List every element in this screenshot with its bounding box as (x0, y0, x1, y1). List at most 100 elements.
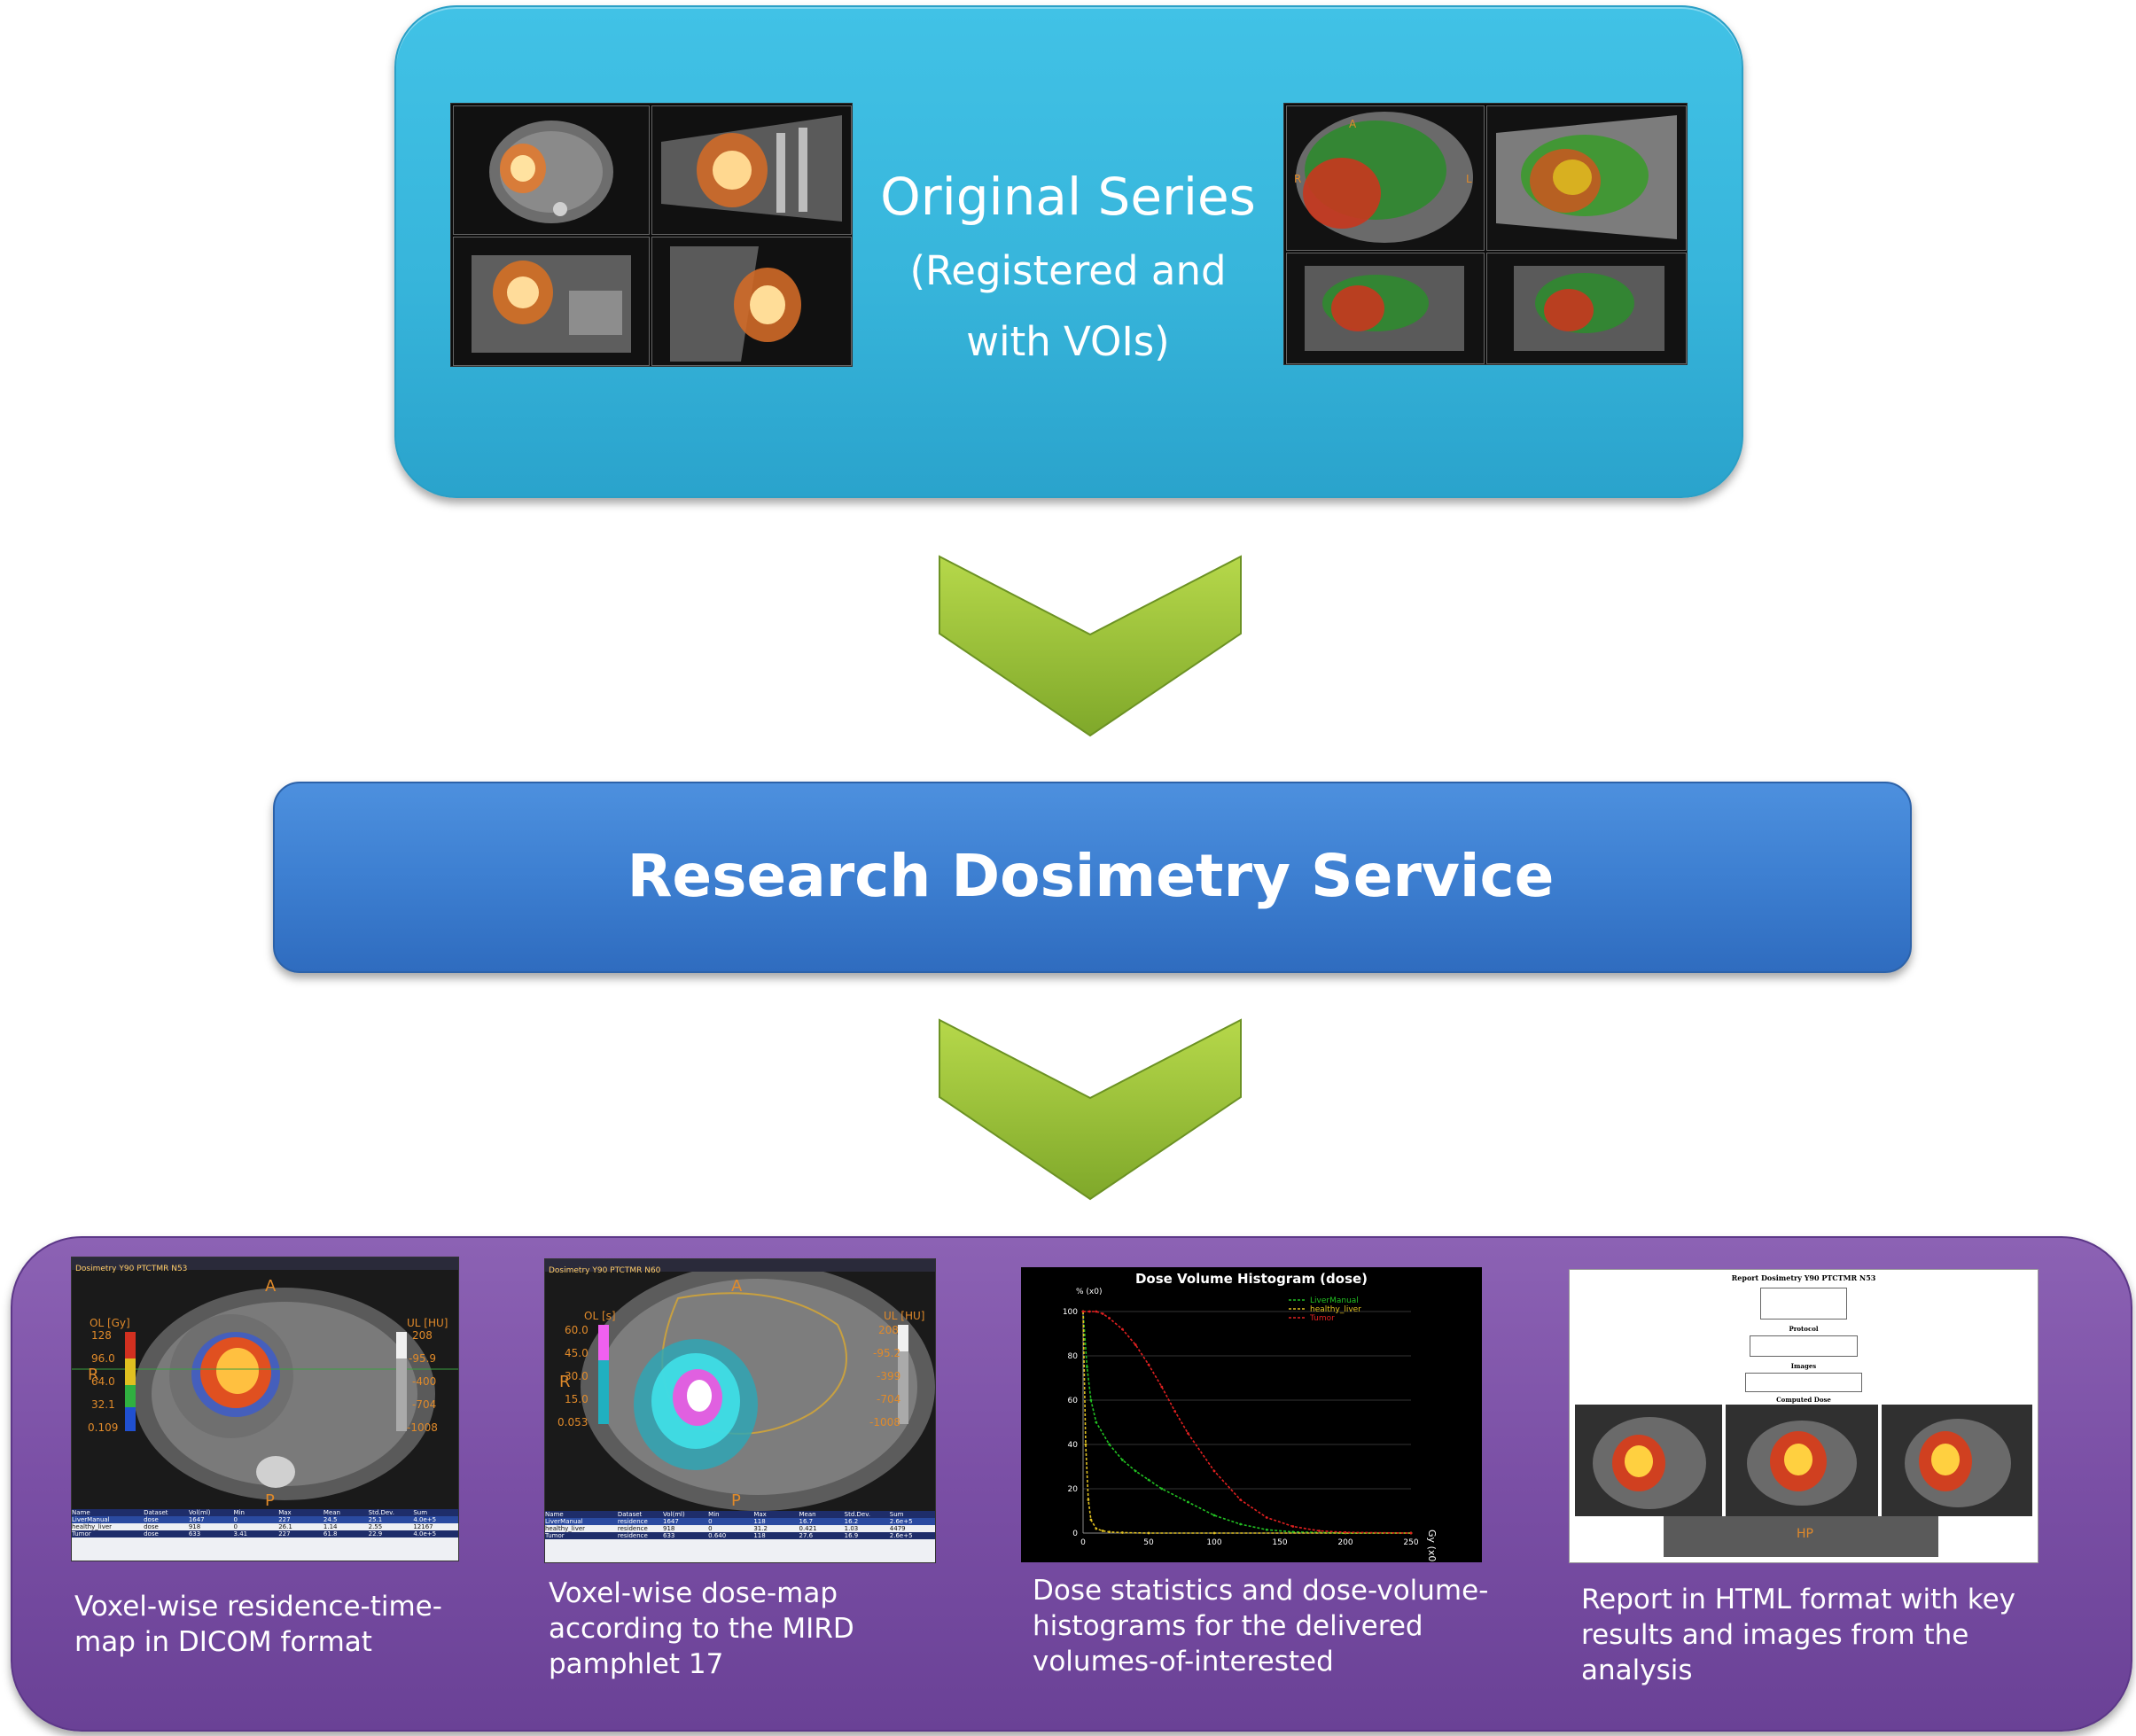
y-tick-label: 20 (1068, 1485, 1079, 1494)
caption-line: histograms for the delivered (1033, 1610, 1423, 1642)
y-tick-label: 100 (1063, 1308, 1078, 1317)
table-row[interactable]: healthy_liver dose 918 0 26.1 1.14 2.55 … (72, 1523, 458, 1530)
x-tick-label: 0 (1080, 1538, 1086, 1547)
voi-sagittal-image (1514, 266, 1664, 351)
data-point (1239, 1499, 1242, 1501)
y-tick-label: 60 (1068, 1397, 1079, 1405)
residence-time-map-screenshot: Dosimetry Y90 PTCTMR N53 A P R OL [Gy] 1… (71, 1257, 459, 1561)
voi-3d-image (1496, 115, 1677, 239)
caption-line: Report in HTML format with key (1581, 1584, 2016, 1615)
colorbar-tick: 45.0 (565, 1347, 589, 1359)
ct-tick: -399 (877, 1370, 900, 1382)
table-row[interactable]: LiverManual residence 1647 0 118 16.7 16… (545, 1518, 935, 1525)
table-cell: 0 (233, 1516, 238, 1523)
data-point (1318, 1530, 1321, 1532)
report-dose-images: HP (1575, 1405, 2032, 1557)
table-cell: 1.14 (323, 1523, 338, 1530)
caption-line: results and images from the analysis (1581, 1619, 1969, 1686)
table-row[interactable]: Tumor residence 633 0.640 118 27.6 16.9 … (545, 1532, 935, 1539)
legend-label: Tumor (1309, 1314, 1335, 1323)
dose-map-image: A P R OL [s] 60.0 45.0 30.0 15.0 0.053 U… (557, 1272, 935, 1511)
data-point (1134, 1469, 1137, 1473)
data-point (1409, 1531, 1413, 1535)
ct-tick: -704 (877, 1393, 900, 1405)
data-point (1212, 1531, 1216, 1535)
data-point (1095, 1527, 1098, 1530)
colorbar-tick: 60.0 (565, 1324, 589, 1336)
orient-left: R (88, 1366, 99, 1384)
voi-axial-image: A R L (1294, 112, 1473, 243)
x-tick-label: 200 (1337, 1538, 1353, 1547)
x-tick-label: 50 (1143, 1538, 1154, 1547)
table-header-cell: Std.Dev. (368, 1509, 395, 1516)
table-cell: 12167 (413, 1523, 433, 1530)
data-point (1160, 1385, 1164, 1389)
table-cell: Tumor (72, 1530, 91, 1537)
original-series-title: Original Series (880, 167, 1256, 227)
table-cell: LiverManual (545, 1518, 583, 1525)
data-point (1187, 1432, 1189, 1435)
table-cell: 27.6 (799, 1532, 814, 1539)
table-cell: 31.2 (753, 1525, 768, 1532)
table-cell: 118 (753, 1532, 766, 1539)
voi-axial-view: A R L (1286, 105, 1485, 251)
colorbar-tick: 32.1 (91, 1398, 115, 1411)
table-cell: dose (144, 1530, 159, 1537)
ct-tick: -95.2 (873, 1347, 900, 1359)
table-cell: 4.0e+5 (413, 1530, 437, 1537)
table-header-cell: Name (72, 1509, 90, 1516)
table-cell: 0.640 (708, 1532, 727, 1539)
table-row[interactable]: LiverManual dose 1647 0 227 24.5 25.1 4.… (72, 1516, 458, 1523)
table-row[interactable]: healthy_liver residence 918 0 31.2 0.421… (545, 1525, 935, 1532)
colorbar-tick: 128 (91, 1329, 112, 1342)
table-row[interactable]: Tumor dose 633 3.41 227 61.8 22.9 4.0e+5 (72, 1530, 458, 1537)
table-cell: 633 (663, 1532, 675, 1539)
ct-tick: 208 (878, 1324, 899, 1336)
report-info-table (1760, 1288, 1847, 1320)
axial-view (453, 105, 650, 235)
colorbar-tick: 64.0 (91, 1375, 115, 1388)
table-cell: 16.7 (799, 1518, 814, 1525)
table-cell: dose (144, 1516, 159, 1523)
sagittal-view-image (472, 255, 631, 353)
legend-label: LiverManual (1310, 1296, 1359, 1305)
table-cell: 227 (278, 1530, 291, 1537)
data-point (1134, 1343, 1137, 1346)
ct-tick: -704 (412, 1398, 436, 1411)
data-point (1086, 1366, 1088, 1368)
data-point (1089, 1398, 1093, 1402)
svg-text:A: A (1349, 118, 1357, 130)
report-caption: Report in HTML format with key results a… (1581, 1582, 2078, 1688)
report-hp-label: HP (1797, 1527, 1813, 1541)
caption-line: Voxel-wise dose-map (549, 1577, 838, 1609)
table-cell: 26.1 (278, 1523, 292, 1530)
table-cell: residence (617, 1532, 648, 1539)
table-cell: 227 (278, 1516, 291, 1523)
table-cell: 1647 (663, 1518, 679, 1525)
voi-segmentation-screenshot: A R L (1283, 103, 1688, 365)
colorbar-tick: 15.0 (565, 1393, 589, 1405)
table-cell: 4.0e+5 (413, 1516, 437, 1523)
report-images-table (1745, 1373, 1862, 1392)
table-cell: 1.03 (844, 1525, 859, 1532)
dvh-caption: Dose statistics and dose-volume- histogr… (1033, 1573, 1493, 1679)
data-point (1121, 1531, 1124, 1534)
data-point (1095, 1421, 1098, 1424)
colorbar-tick: 0.109 (88, 1421, 118, 1434)
caption-line: volumes-of-interested (1033, 1646, 1334, 1678)
table-cell: 16.9 (844, 1532, 859, 1539)
data-point (1108, 1317, 1111, 1320)
y-tick-label: 0 (1072, 1530, 1078, 1538)
table-cell: 61.8 (323, 1530, 338, 1537)
coronal-view-image (661, 115, 842, 222)
data-point (1108, 1530, 1111, 1534)
data-point (1291, 1525, 1295, 1528)
dose-map-caption: Voxel-wise dose-map according to the MIR… (549, 1576, 939, 1682)
table-cell: 16.2 (844, 1518, 859, 1525)
table-header-cell: Max (753, 1511, 767, 1518)
svg-text:R: R (1294, 173, 1301, 185)
y-tick-label: 40 (1068, 1441, 1079, 1450)
data-point (1084, 1443, 1087, 1446)
x-axis-label: Gy (x0) (1426, 1530, 1438, 1562)
orient-top: A (265, 1277, 277, 1296)
